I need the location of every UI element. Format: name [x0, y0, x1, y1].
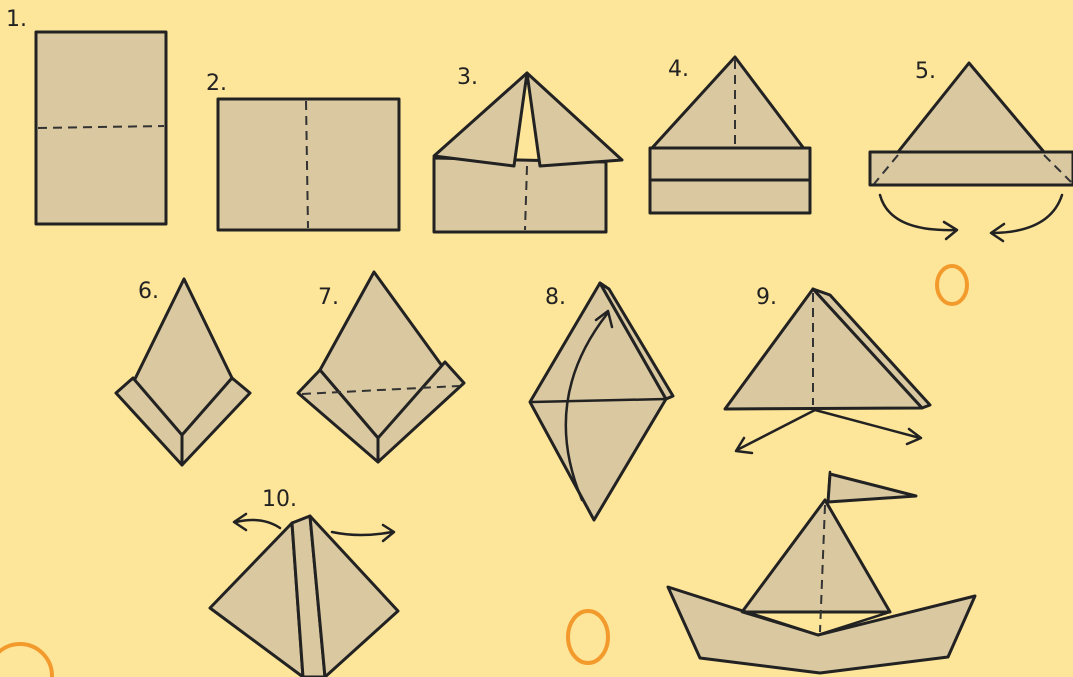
step-2: 2. [206, 71, 399, 230]
step-5: 5. [870, 59, 1073, 241]
step-1: 1. [6, 7, 166, 224]
highlight-ring-icon [937, 266, 967, 304]
step-6: 6. [116, 279, 250, 465]
step-2-label: 2. [206, 71, 227, 96]
boat-sail [742, 500, 890, 612]
step-9: 9. [725, 285, 930, 453]
highlight-ring-icon [568, 611, 608, 663]
step-10-left-flap [210, 523, 303, 677]
step-9-triangle [725, 289, 922, 409]
step-4-band-bottom [650, 180, 810, 213]
step-3-base [434, 158, 606, 232]
fold-arrow-icon [993, 195, 1062, 233]
step-10: 10. [210, 487, 398, 677]
step-3: 3. [434, 65, 622, 232]
step-4: 4. [650, 57, 810, 213]
step-7: 7. [298, 272, 464, 462]
step-5-label: 5. [915, 59, 936, 84]
step-6-label: 6. [138, 279, 159, 304]
step-10-label: 10. [262, 487, 297, 512]
step-5-band [870, 152, 1073, 185]
step-3-left-flap [434, 73, 527, 166]
step-4-band-top [650, 148, 810, 180]
step-1-label: 1. [6, 7, 27, 32]
step-7-label: 7. [318, 285, 339, 310]
step-4-label: 4. [668, 57, 689, 82]
step-3-right-flap [527, 73, 622, 166]
fold-arrow-icon [737, 410, 920, 450]
fold-arrow-icon [332, 532, 392, 535]
step-3-label: 3. [457, 65, 478, 90]
step-8: 8. [530, 283, 673, 520]
step-9-label: 9. [756, 285, 777, 310]
step-8-label: 8. [545, 285, 566, 310]
flag-icon [828, 474, 916, 502]
highlight-ring-icon [0, 644, 52, 677]
finished-boat [668, 472, 975, 673]
fold-arrow-icon [880, 195, 955, 230]
